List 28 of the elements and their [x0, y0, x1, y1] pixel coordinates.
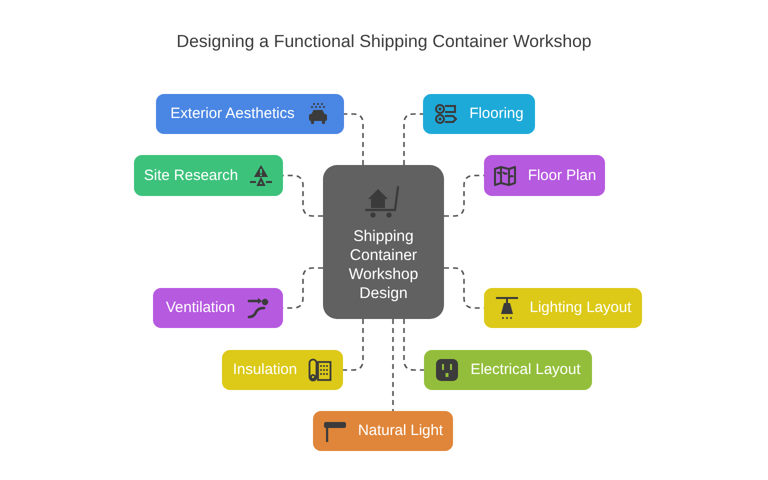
topic-label: Natural Light [358, 422, 444, 440]
topic-box [313, 411, 453, 451]
topic-box [222, 350, 343, 390]
topic-box [156, 94, 344, 134]
topic-box [153, 288, 283, 328]
diagram-title: Designing a Functional Shipping Container Workshop [176, 31, 592, 51]
topic-label: Floor Plan [528, 166, 596, 184]
central-topic-box [323, 165, 444, 319]
dashed-connector [444, 174, 484, 217]
topic-box [484, 288, 642, 328]
dashed-connector [392, 319, 394, 411]
dashed-connector [403, 113, 423, 165]
dashed-connector [344, 113, 364, 165]
topic-label: Flooring [469, 105, 524, 123]
topic-label: Exterior Aesthetics [170, 105, 295, 123]
dashed-connector [343, 319, 364, 371]
topic-box [484, 155, 605, 196]
topic-label: Lighting Layout [530, 299, 632, 317]
dashed-connector [403, 319, 424, 371]
topic-box [423, 94, 535, 134]
topic-label: Site Research [144, 166, 238, 184]
dashed-connector [283, 174, 323, 217]
topic-box [424, 350, 592, 390]
central-topic-label: Shipping Container Workshop Design [348, 227, 420, 303]
topic-label: Ventilation [166, 299, 236, 317]
topic-box [134, 155, 283, 196]
topic-label: Insulation [232, 361, 298, 379]
topic-label: Electrical Layout [470, 361, 581, 379]
